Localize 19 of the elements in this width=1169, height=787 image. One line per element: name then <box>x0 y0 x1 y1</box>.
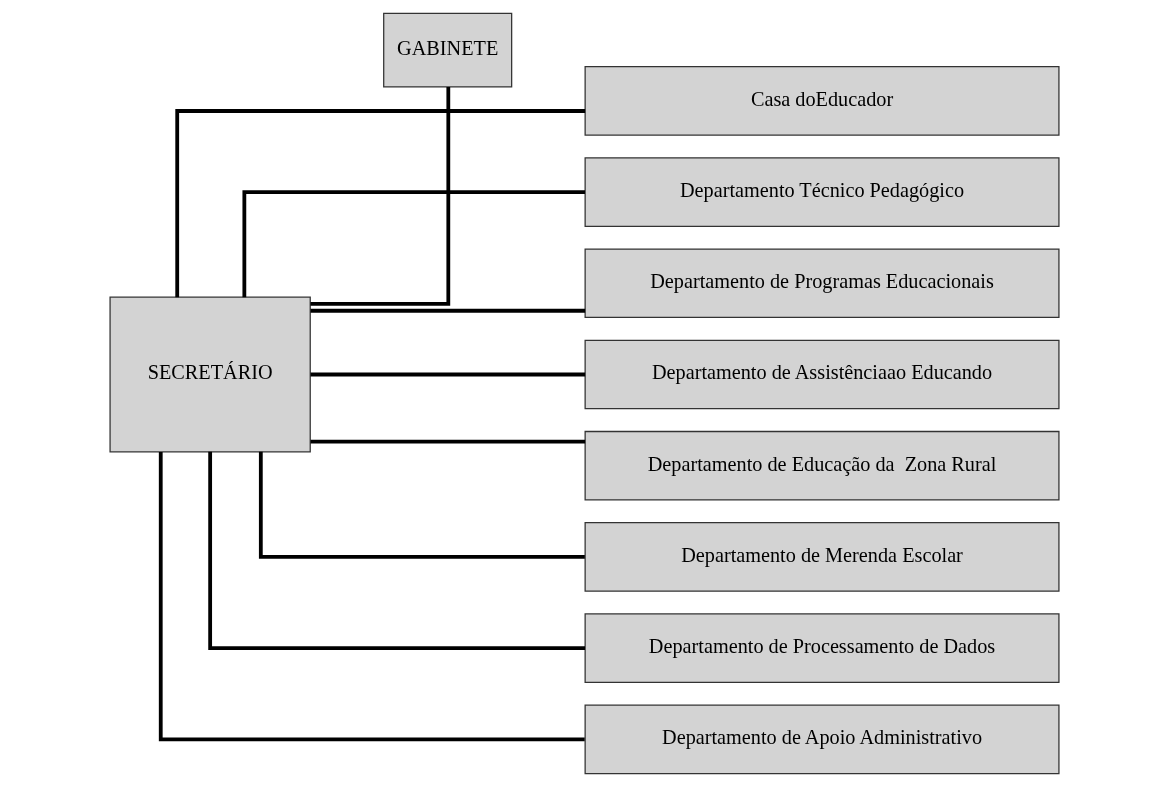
node-box: Departamento de Educação da Zona Rural <box>584 430 1060 501</box>
node-box: Departamento Técnico Pedagógico <box>584 157 1060 227</box>
connector <box>310 308 586 313</box>
connector <box>158 451 585 742</box>
node-box: Departamento de Apoio Administrativo <box>584 704 1060 775</box>
connector <box>258 451 585 559</box>
node-box: Departamento de Processamento de Dados <box>584 613 1060 683</box>
node-box: Departamento de Merenda Escolar <box>584 522 1060 592</box>
node-box: SECRETÁRIO <box>109 296 311 453</box>
connector <box>208 451 585 651</box>
connector <box>242 190 585 298</box>
node-box: Departamento de Programas Educacionais <box>584 248 1060 319</box>
node-box: Casa doEducador <box>584 66 1060 136</box>
connector <box>310 439 586 444</box>
connector <box>310 87 451 306</box>
connector <box>175 109 586 298</box>
node-box: Departamento de Assistênciaao Educando <box>584 339 1060 410</box>
node-box: GABINETE <box>383 12 513 88</box>
connector <box>310 372 586 377</box>
